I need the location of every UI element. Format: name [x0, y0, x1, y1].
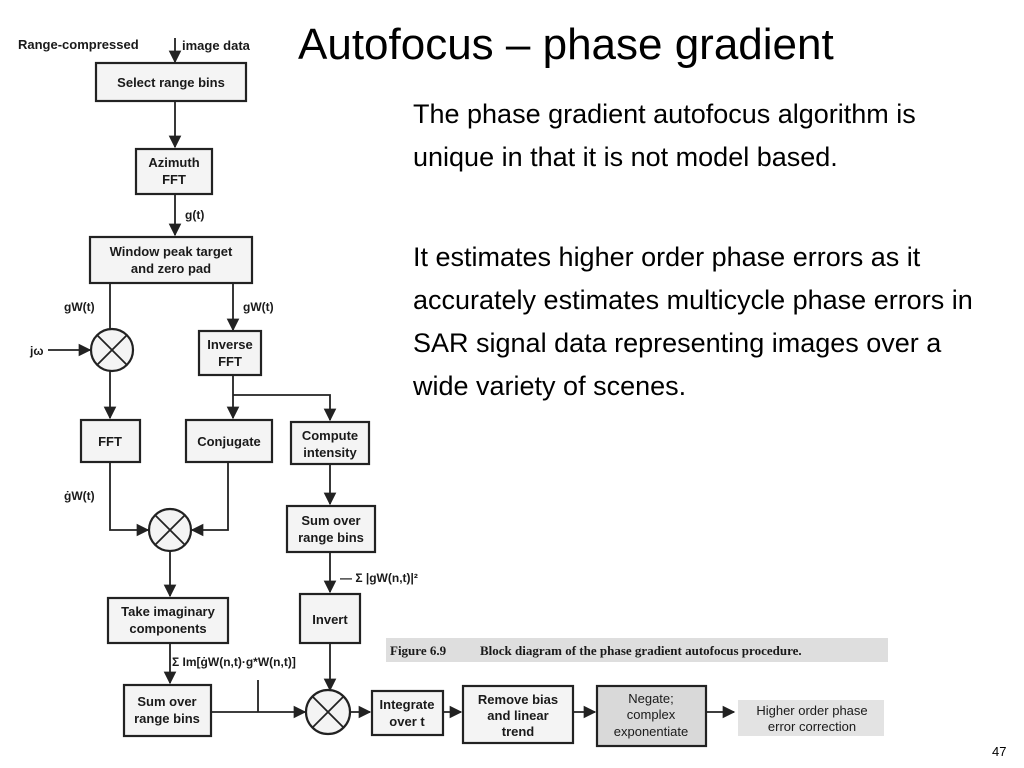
svg-text:Inverse: Inverse [207, 337, 253, 352]
svg-text:Window peak target: Window peak target [110, 244, 233, 259]
svg-text:and zero pad: and zero pad [131, 261, 211, 276]
slide-title: Autofocus – phase gradient [298, 20, 834, 69]
svg-text:and linear: and linear [487, 708, 548, 723]
box-sum-over-range-bins-left: Sum over range bins [122, 683, 213, 738]
multiplier-circle-3 [304, 688, 352, 736]
input-label-right: image data [182, 38, 251, 53]
svg-text:range bins: range bins [298, 530, 364, 545]
svg-text:Invert: Invert [312, 612, 348, 627]
svg-text:Select range bins: Select range bins [117, 75, 225, 90]
signal-gw-left: gW(t) [64, 300, 95, 314]
input-label-left: Range-compressed [18, 37, 139, 52]
signal-gw-right: gW(t) [243, 300, 274, 314]
page-number: 47 [992, 744, 1007, 759]
multiplier-circle-2 [147, 507, 193, 553]
box-negate-complex-exponentiate: Negate; complex exponentiate [595, 684, 708, 748]
svg-text:Sum over: Sum over [301, 513, 360, 528]
svg-text:Remove bias: Remove bias [478, 692, 558, 707]
output-label: Higher order phase error correction [738, 700, 884, 736]
svg-text:Integrate: Integrate [380, 697, 435, 712]
svg-text:Azimuth: Azimuth [148, 155, 199, 170]
svg-text:Negate;: Negate; [628, 691, 674, 706]
box-fft: FFT [79, 418, 142, 464]
svg-text:intensity: intensity [303, 445, 357, 460]
svg-text:Higher order phase: Higher order phase [756, 703, 867, 718]
svg-text:over t: over t [389, 714, 425, 729]
box-sum-over-range-bins-right: Sum over range bins [285, 504, 377, 554]
paragraph-2: It estimates higher order phase errors a… [413, 242, 973, 401]
svg-text:FFT: FFT [218, 354, 242, 369]
box-conjugate: Conjugate [184, 418, 274, 464]
svg-text:Compute: Compute [302, 428, 358, 443]
svg-text:error correction: error correction [768, 719, 856, 734]
box-remove-bias: Remove bias and linear trend [461, 684, 575, 745]
box-window-peak-target: Window peak target and zero pad [88, 235, 254, 285]
signal-j-omega: jω [29, 344, 43, 358]
svg-text:Sum over: Sum over [137, 694, 196, 709]
svg-text:Conjugate: Conjugate [197, 434, 261, 449]
svg-text:range bins: range bins [134, 711, 200, 726]
svg-text:Figure 6.9: Figure 6.9 [390, 643, 447, 658]
svg-text:FFT: FFT [162, 172, 186, 187]
paragraph-1: The phase gradient autofocus algorithm i… [413, 99, 916, 172]
connector-lines [48, 38, 736, 719]
box-integrate-over-t: Integrate over t [370, 689, 445, 737]
box-azimuth-fft: Azimuth FFT [134, 147, 214, 196]
signal-sum-im: Σ Im[ġW(n,t)·g*W(n,t)] [172, 655, 296, 669]
box-select-range-bins: Select range bins [94, 61, 248, 103]
figure-caption: Figure 6.9 Block diagram of the phase gr… [386, 638, 888, 662]
svg-text:FFT: FFT [98, 434, 122, 449]
svg-text:Block diagram of the phase gra: Block diagram of the phase gradient auto… [480, 643, 802, 658]
svg-text:components: components [129, 621, 206, 636]
box-invert: Invert [298, 592, 362, 645]
box-compute-intensity: Compute intensity [289, 420, 371, 466]
box-take-imaginary-components: Take imaginary components [106, 596, 230, 645]
signal-g-t: g(t) [185, 208, 204, 222]
signal-gw-dot: ġW(t) [64, 489, 95, 503]
svg-text:exponentiate: exponentiate [614, 724, 688, 739]
box-inverse-fft: Inverse FFT [197, 329, 263, 377]
svg-text:complex: complex [627, 707, 676, 722]
signal-sum-intensity: — Σ |gW(n,t)|² [340, 571, 418, 585]
svg-text:trend: trend [502, 724, 535, 739]
svg-text:Take imaginary: Take imaginary [121, 604, 215, 619]
multiplier-circle-1 [89, 327, 135, 373]
